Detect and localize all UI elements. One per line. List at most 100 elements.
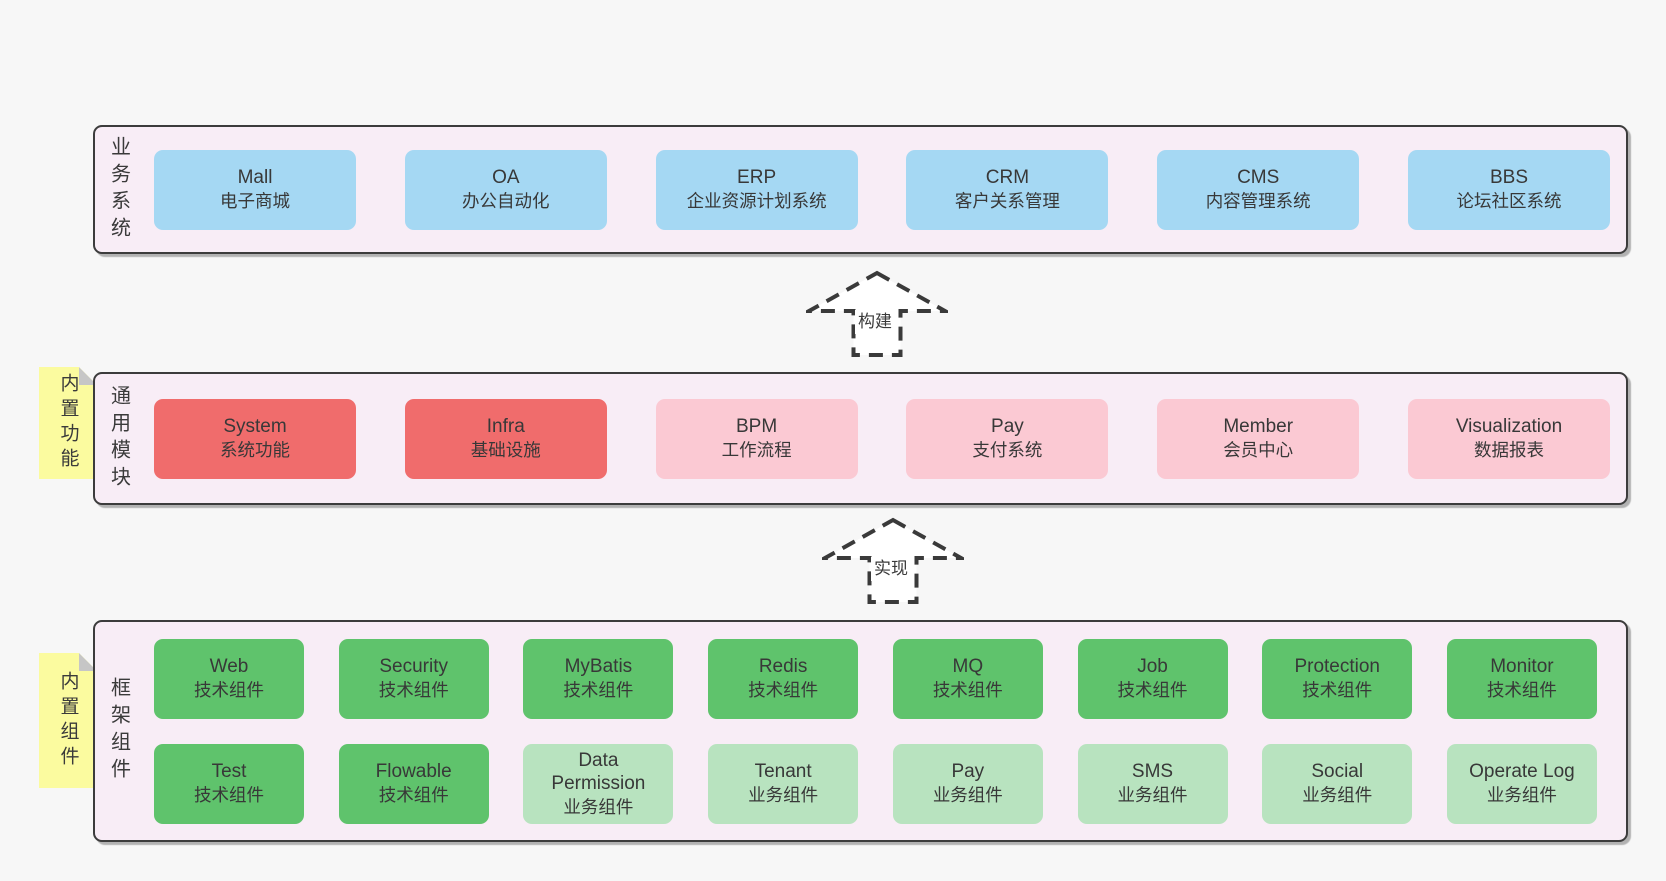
box-title: CRM (985, 167, 1030, 188)
box-title: Visualization (1455, 416, 1563, 437)
box-test: Test 技术组件 (154, 743, 304, 824)
box-operate-log: Operate Log 业务组件 (1446, 743, 1597, 824)
box-subtitle: 业务组件 (1302, 785, 1373, 805)
layer-business-systems: 业务系统 Mall 电子商城 OA 办公自动化 ERP 企业资源计划系统 CRM 客户关… (93, 125, 1628, 254)
box-subtitle: 技术组件 (378, 785, 449, 805)
box-title: Test (211, 761, 247, 782)
arrow-build-label: 构建 (855, 310, 895, 334)
box-title: Tenant (754, 761, 812, 782)
box-title: Flowable (375, 761, 452, 782)
box-crm: CRM 客户关系管理 (906, 149, 1109, 230)
box-subtitle: 电子商城 (220, 191, 290, 211)
box-infra: Infra 基础设施 (404, 398, 607, 479)
box-row: Mall 电子商城 OA 办公自动化 ERP 企业资源计划系统 CRM 客户关系管理 C… (154, 149, 1610, 230)
sticky-note-builtin-components: 内置组件 (39, 653, 97, 788)
arrow-implement-label: 实现 (871, 557, 911, 581)
box-subtitle: 技术组件 (748, 680, 819, 700)
box-title: MyBatis (564, 656, 633, 677)
box-protection: Protection 技术组件 (1262, 638, 1413, 719)
box-monitor: Monitor 技术组件 (1446, 638, 1597, 719)
box-subtitle: 会员中心 (1223, 440, 1294, 460)
box-subtitle: 系统功能 (220, 440, 290, 460)
box-subtitle: 客户关系管理 (954, 191, 1060, 211)
box-subtitle: 工作流程 (721, 440, 792, 460)
box-subtitle: 技术组件 (1117, 680, 1188, 700)
box-subtitle: 业务组件 (1117, 785, 1188, 805)
box-bbs: BBS 论坛社区系统 (1407, 149, 1610, 230)
box-mq: MQ 技术组件 (892, 638, 1043, 719)
box-erp: ERP 企业资源计划系统 (655, 149, 858, 230)
box-title: BPM (736, 416, 778, 437)
layer-content: Mall 电子商城 OA 办公自动化 ERP 企业资源计划系统 CRM 客户关系管理 C… (142, 127, 1626, 252)
layer-label-column: 通用模块 (95, 374, 142, 503)
sticky-note-label: 内置功能 (57, 373, 79, 473)
box-title: BBS (1489, 167, 1528, 188)
box-sms: SMS 业务组件 (1077, 743, 1228, 824)
box-title: Data Permission (551, 749, 646, 794)
box-row: System 系统功能 Infra 基础设施 BPM 工作流程 Pay 支付系统 Mem… (154, 398, 1610, 479)
box-subtitle: 业务组件 (563, 796, 634, 817)
layer-common-modules: 通用模块 System 系统功能 Infra 基础设施 BPM 工作流程 Pay 支付系… (93, 372, 1628, 505)
box-mall: Mall 电子商城 (154, 149, 356, 230)
box-oa: OA 办公自动化 (404, 149, 607, 230)
box-subtitle: 企业资源计划系统 (686, 191, 827, 211)
sticky-note-label: 内置组件 (57, 670, 79, 771)
box-subtitle: 办公自动化 (462, 191, 550, 211)
box-subtitle: 技术组件 (932, 680, 1003, 700)
box-pay: Pay 支付系统 (906, 398, 1109, 479)
box-title: Mall (237, 167, 273, 188)
box-title: Job (1137, 656, 1168, 677)
box-title: Redis (758, 656, 808, 677)
box-title: Operate Log (1469, 761, 1575, 782)
sticky-note-builtin-features: 内置功能 (39, 367, 97, 479)
box-title: OA (492, 167, 520, 188)
box-tenant: Tenant 业务组件 (708, 743, 859, 824)
box-bpm: BPM 工作流程 (655, 398, 858, 479)
box-redis: Redis 技术组件 (708, 638, 859, 719)
layer-label-column: 框架组件 (95, 622, 142, 840)
box-title: Member (1223, 416, 1294, 437)
box-title: System (223, 416, 287, 437)
box-title: Infra (486, 416, 525, 437)
layer-label: 业务系统 (107, 135, 130, 244)
box-subtitle: 技术组件 (1302, 680, 1373, 700)
box-member: Member 会员中心 (1157, 398, 1360, 479)
box-title: Monitor (1490, 656, 1554, 677)
box-title: CMS (1237, 167, 1280, 188)
layer-content: System 系统功能 Infra 基础设施 BPM 工作流程 Pay 支付系统 Mem… (142, 374, 1626, 503)
box-subtitle: 基础设施 (470, 440, 541, 460)
box-title: SMS (1131, 761, 1174, 782)
box-title: ERP (737, 167, 777, 188)
box-subtitle: 业务组件 (748, 785, 819, 805)
box-flowable: Flowable 技术组件 (338, 743, 489, 824)
box-subtitle: 技术组件 (194, 785, 264, 805)
layer-label: 通用模块 (107, 384, 130, 493)
box-security: Security 技术组件 (338, 638, 489, 719)
box-title: Pay (951, 761, 985, 782)
box-title: Pay (991, 416, 1024, 437)
box-subtitle: 技术组件 (1486, 680, 1557, 700)
box-subtitle: 技术组件 (194, 680, 264, 700)
box-system: System 系统功能 (154, 398, 356, 479)
box-subtitle: 数据报表 (1473, 440, 1544, 460)
box-visualization: Visualization 数据报表 (1407, 398, 1610, 479)
box-title: Security (379, 656, 449, 677)
box-subtitle: 业务组件 (1486, 785, 1557, 805)
box-subtitle: 论坛社区系统 (1456, 191, 1562, 211)
box-subtitle: 内容管理系统 (1205, 191, 1311, 211)
box-subtitle: 支付系统 (972, 440, 1043, 460)
box-title: Protection (1294, 656, 1380, 677)
box-cms: CMS 内容管理系统 (1157, 149, 1360, 230)
box-subtitle: 技术组件 (378, 680, 449, 700)
box-title: MQ (952, 656, 984, 677)
